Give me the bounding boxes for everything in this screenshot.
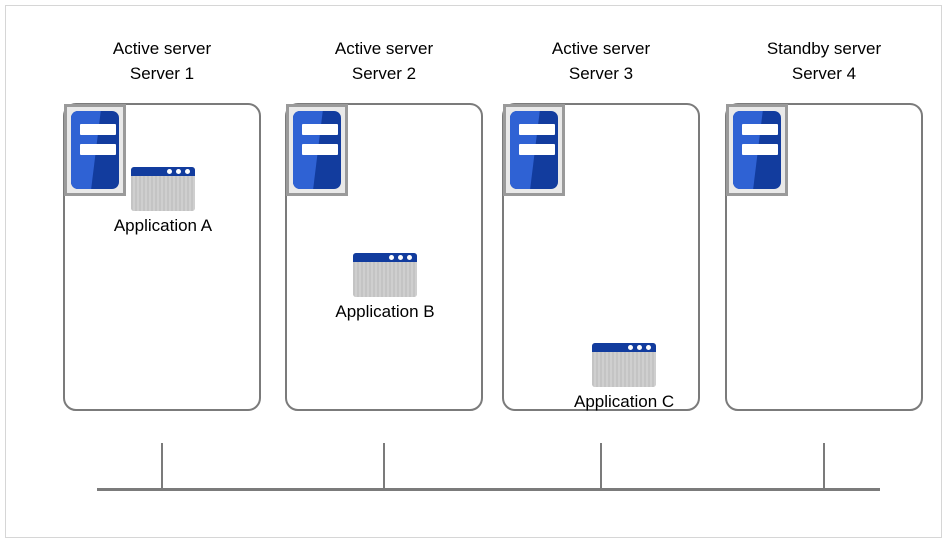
application-titlebar-a: [131, 167, 195, 176]
server-name-3: Server 3: [568, 64, 634, 83]
network-connector-1: [161, 443, 163, 490]
window-dot-3-c: [646, 345, 651, 350]
application-a[interactable]: Application A: [113, 167, 213, 237]
server-bar-bottom-1: [80, 144, 116, 155]
server-role-4: Standby server: [766, 39, 882, 58]
window-dot-3-a: [185, 169, 190, 174]
application-body-a: [131, 176, 195, 211]
server-name-1: Server 1: [129, 64, 195, 83]
application-window-icon-a: [131, 167, 195, 211]
application-c[interactable]: Application C: [574, 343, 674, 413]
server-chassis-3: [510, 111, 558, 189]
application-body-b: [353, 262, 417, 297]
application-window-icon-b: [353, 253, 417, 297]
network-bus-line: [97, 488, 880, 491]
window-dot-1-c: [628, 345, 633, 350]
server-role-3: Active server: [551, 39, 651, 58]
window-dot-1-b: [389, 255, 394, 260]
application-label-b: Application B: [335, 302, 435, 321]
application-window-icon-c: [592, 343, 656, 387]
application-titlebar-b: [353, 253, 417, 262]
server-caption-3: Active server Server 3: [502, 36, 700, 86]
server-bar-bottom-4: [742, 144, 778, 155]
server-role-1: Active server: [112, 39, 212, 58]
server-chassis-1: [71, 111, 119, 189]
server-bar-top-1: [80, 124, 116, 135]
server-box-3[interactable]: Application C: [502, 103, 700, 411]
server-role-2: Active server: [334, 39, 434, 58]
server-chassis-4: [733, 111, 781, 189]
server-bar-bottom-3: [519, 144, 555, 155]
server-box-1[interactable]: Application A: [63, 103, 261, 411]
server-caption-2: Active server Server 2: [285, 36, 483, 86]
window-dot-3-b: [407, 255, 412, 260]
server-icon-3: [503, 104, 565, 196]
server-bar-top-2: [302, 124, 338, 135]
application-label-c: Application C: [574, 392, 675, 411]
server-caption-1: Active server Server 1: [63, 36, 261, 86]
application-body-c: [592, 352, 656, 387]
network-connector-3: [600, 443, 602, 490]
network-connector-2: [383, 443, 385, 490]
server-chassis-2: [293, 111, 341, 189]
window-dot-1-a: [167, 169, 172, 174]
window-dot-2-a: [176, 169, 181, 174]
server-bar-bottom-2: [302, 144, 338, 155]
server-name-2: Server 2: [351, 64, 417, 83]
server-box-4[interactable]: [725, 103, 923, 411]
server-box-2[interactable]: Application B: [285, 103, 483, 411]
server-caption-4: Standby server Server 4: [725, 36, 923, 86]
server-name-4: Server 4: [791, 64, 857, 83]
application-titlebar-c: [592, 343, 656, 352]
server-icon-1: [64, 104, 126, 196]
server-icon-2: [286, 104, 348, 196]
application-label-a: Application A: [113, 216, 213, 235]
server-bar-top-4: [742, 124, 778, 135]
window-dot-2-c: [637, 345, 642, 350]
window-dot-2-b: [398, 255, 403, 260]
server-bar-top-3: [519, 124, 555, 135]
application-b[interactable]: Application B: [335, 253, 435, 323]
network-connector-4: [823, 443, 825, 490]
server-icon-4: [726, 104, 788, 196]
